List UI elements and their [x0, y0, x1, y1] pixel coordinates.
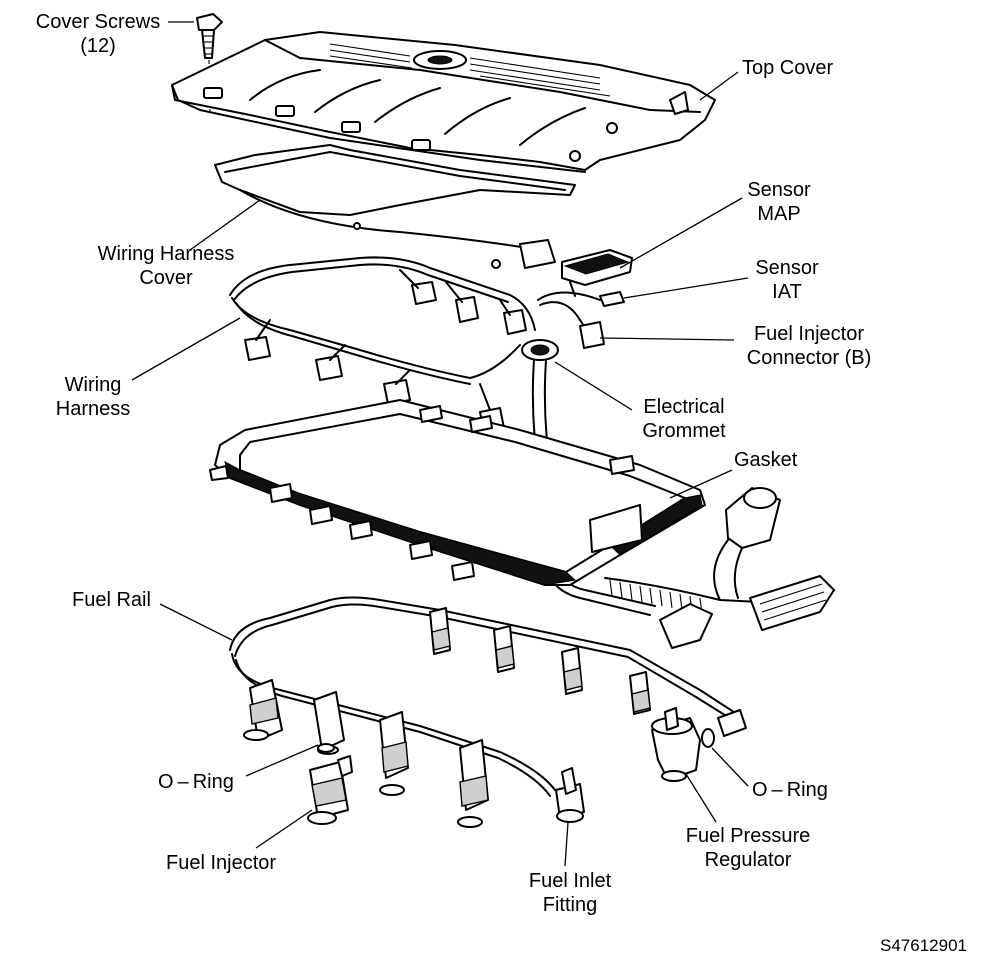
- wiring-harness-drawing: [229, 256, 625, 433]
- fuel-pressure-regulator-drawing: [651, 707, 747, 782]
- wiring-harness-cover-drawing: [214, 144, 576, 269]
- wiring-harness-cover-label: Wiring Harness Cover: [97, 243, 235, 289]
- fuel-rail-label: Fuel Rail: [72, 589, 151, 611]
- cover-screws-label: Cover Screws (12): [35, 11, 161, 57]
- o-ring-right-label: O – Ring: [752, 779, 828, 801]
- harness-connector-drawing: [604, 487, 835, 649]
- o-ring-left-label: O – Ring: [158, 771, 234, 793]
- fuel-rail-drawing: [229, 596, 741, 797]
- fuel-injector-connector-label: Fuel Injector Connector (B): [746, 323, 872, 369]
- gasket-drawing: [209, 399, 706, 586]
- electrical-grommet-label: Electrical Grommet: [642, 396, 726, 442]
- top-cover-drawing: [171, 31, 716, 173]
- gasket-label: Gasket: [734, 449, 798, 471]
- map-sensor-drawing: [561, 249, 633, 297]
- sensor-iat-label: Sensor IAT: [755, 257, 819, 303]
- top-cover-label: Top Cover: [742, 57, 834, 79]
- fuel-injector-label: Fuel Injector: [166, 852, 277, 874]
- figure-id: S47612901: [880, 936, 967, 955]
- fuel-injectors-drawing: [243, 607, 651, 828]
- fuel-inlet-fitting-label: Fuel Inlet Fitting: [528, 870, 612, 916]
- fuel-pressure-regulator-label: Fuel Pressure Regulator: [685, 825, 811, 871]
- wiring-harness-label: Wiring Harness: [55, 374, 131, 420]
- sensor-map-label: Sensor MAP: [747, 179, 811, 225]
- fuel-inlet-fitting-drawing: [555, 767, 585, 823]
- leader-lines: [131, 21, 749, 867]
